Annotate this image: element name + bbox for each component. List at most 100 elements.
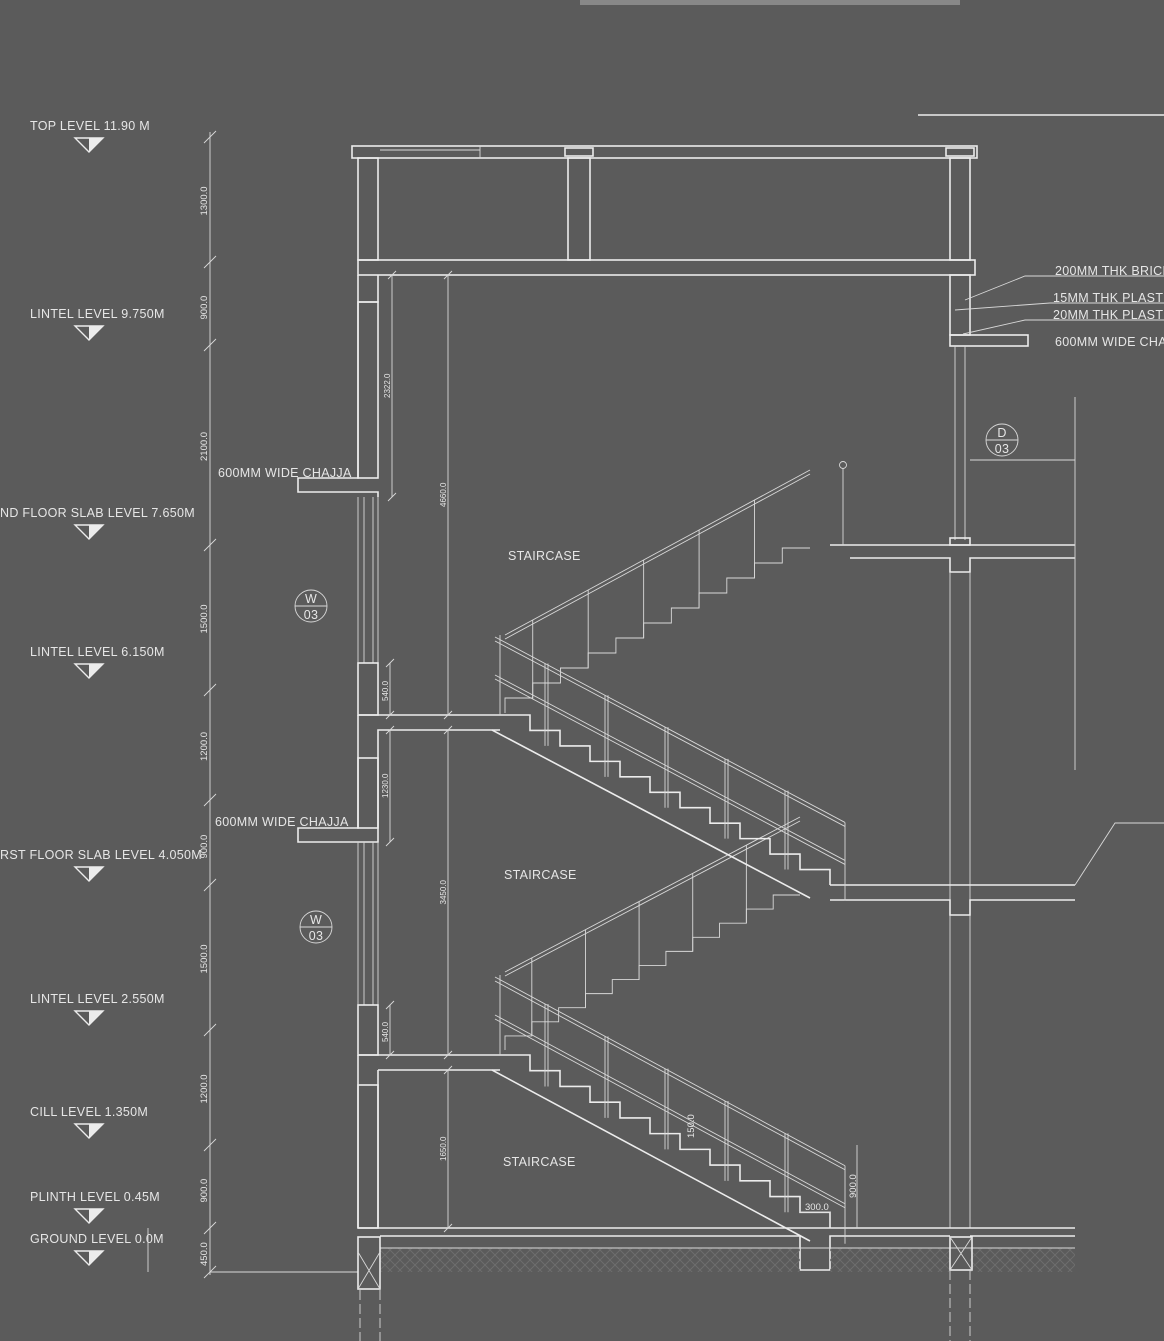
inner-dimension-value: 540.0 xyxy=(381,680,390,701)
dimension-value: 450.0 xyxy=(199,1242,210,1266)
handrail xyxy=(494,636,846,823)
dimension-value: 2100.0 xyxy=(199,432,210,461)
stair-steps-back xyxy=(504,894,800,1050)
staircase-label: STAIRCASE xyxy=(503,1155,576,1169)
plaster15-label: 15MM THK PLASTER xyxy=(1053,291,1164,305)
tread-dimension: 300.0 xyxy=(805,1202,829,1213)
dimension-tick xyxy=(385,710,395,720)
level-label: ND FLOOR SLAB LEVEL 7.650M xyxy=(0,506,195,520)
newel-cap xyxy=(839,461,847,469)
mid-rail xyxy=(494,1014,846,1205)
dimension-tick xyxy=(203,338,217,352)
dimension-value: 1500.0 xyxy=(199,944,210,973)
handrail xyxy=(494,640,846,827)
dimension-tick xyxy=(203,538,217,552)
svg-text:03: 03 xyxy=(304,608,319,622)
dimension-value: 1200.0 xyxy=(199,732,210,761)
annotations: 600MM WIDE CHAJJA 600MM WIDE CHAJJA 200M… xyxy=(215,264,1164,1228)
dimension-tick xyxy=(203,878,217,892)
inner-dimension-value: 1650.0 xyxy=(439,1136,448,1161)
dimension-value: 900.0 xyxy=(199,296,210,320)
svg-text:W: W xyxy=(305,592,317,606)
inner-dimension-value: 1230.0 xyxy=(381,773,390,798)
dimension-tick xyxy=(203,793,217,807)
dimension-tick xyxy=(385,658,395,668)
inner-dimension-value: 3450.0 xyxy=(439,879,448,904)
level-label: TOP LEVEL 11.90 M xyxy=(30,119,150,133)
plaster20-label: 20MM THK PLASTER xyxy=(1053,308,1164,322)
dimension-tick xyxy=(203,1221,217,1235)
dimension-value: 1500.0 xyxy=(199,604,210,633)
roof-structure xyxy=(351,145,978,276)
staircase-flights xyxy=(491,461,847,1244)
stair-steps-back xyxy=(504,547,810,713)
level-triangle-fill xyxy=(89,867,103,881)
dimension-tick xyxy=(443,725,453,735)
dimension-tick xyxy=(443,710,453,720)
dimension-tick xyxy=(203,683,217,697)
level-triangle-fill xyxy=(89,1209,103,1223)
level-triangle-fill xyxy=(89,664,103,678)
level-label: RST FLOOR SLAB LEVEL 4.050M xyxy=(0,848,202,862)
window-tag: W 03 xyxy=(294,589,328,623)
level-label: PLINTH LEVEL 0.45M xyxy=(30,1190,160,1204)
level-triangle-fill xyxy=(89,1011,103,1025)
cropped-title xyxy=(580,0,960,5)
level-triangle-fill xyxy=(89,1251,103,1265)
level-label: LINTEL LEVEL 9.750M xyxy=(30,307,165,321)
level-triangle-fill xyxy=(89,326,103,340)
level-markers: TOP LEVEL 11.90 M LINTEL LEVEL 9.750M ND F… xyxy=(0,119,202,1272)
riser-dimension: 150.0 xyxy=(686,1114,697,1138)
stair-soffit xyxy=(491,729,811,899)
mid-rail xyxy=(494,678,846,865)
left-wall xyxy=(297,275,500,1229)
level-triangle-fill xyxy=(89,525,103,539)
dimension-tick xyxy=(443,1223,453,1233)
dimension-tick xyxy=(387,492,397,502)
dimension-tick xyxy=(385,725,395,735)
handrail xyxy=(504,816,801,973)
dimension-tick xyxy=(385,1000,395,1010)
chajja-lower-label: 600MM WIDE CHAJJA xyxy=(215,815,349,829)
level-triangle-fill xyxy=(89,1124,103,1138)
mid-rail xyxy=(494,1018,846,1209)
vertical-dimension-chain: 1300.0 900.0 2100.0 1500.0 1200.0 900.0 1500.0… xyxy=(199,130,358,1279)
chajja-right-label: 600MM WIDE CHAJJA xyxy=(1055,335,1164,349)
dimension-tick xyxy=(203,130,217,144)
rail-height-dimension: 900.0 xyxy=(848,1174,859,1198)
ground-slab-foundation xyxy=(357,1227,1075,1341)
level-triangle-fill xyxy=(89,138,103,152)
window-tag: W 03 xyxy=(299,910,333,944)
level-label: CILL LEVEL 1.350M xyxy=(30,1105,148,1119)
inner-dimension-value: 4660.0 xyxy=(439,482,448,507)
mid-rail xyxy=(494,674,846,861)
door-tag: D 03 xyxy=(985,423,1019,457)
dimension-value: 1200.0 xyxy=(199,1074,210,1103)
level-label: LINTEL LEVEL 2.550M xyxy=(30,992,165,1006)
dimension-value: 1300.0 xyxy=(199,186,210,215)
staircase-label: STAIRCASE xyxy=(504,868,577,882)
dimension-tick xyxy=(385,837,395,847)
dimension-tick xyxy=(203,1023,217,1037)
dimension-value: 900.0 xyxy=(199,835,210,859)
level-label: LINTEL LEVEL 6.150M xyxy=(30,645,165,659)
handrail xyxy=(494,980,846,1171)
handrail xyxy=(494,976,846,1167)
chajja-upper-label: 600MM WIDE CHAJJA xyxy=(218,466,352,480)
dimension-tick xyxy=(443,270,453,280)
handrail xyxy=(504,473,811,640)
dimension-tick xyxy=(203,255,217,269)
staircase-label: STAIRCASE xyxy=(508,549,581,563)
handrail xyxy=(504,469,811,636)
dimension-tick xyxy=(443,1065,453,1075)
svg-text:03: 03 xyxy=(995,442,1010,456)
dimension-tick xyxy=(443,1050,453,1060)
level-label: GROUND LEVEL 0.0M xyxy=(30,1232,164,1246)
dimension-tick xyxy=(387,270,397,280)
dimension-tick xyxy=(203,1138,217,1152)
stair-soffit xyxy=(491,1069,811,1242)
stair-steps xyxy=(500,714,831,885)
svg-text:D: D xyxy=(997,426,1006,440)
